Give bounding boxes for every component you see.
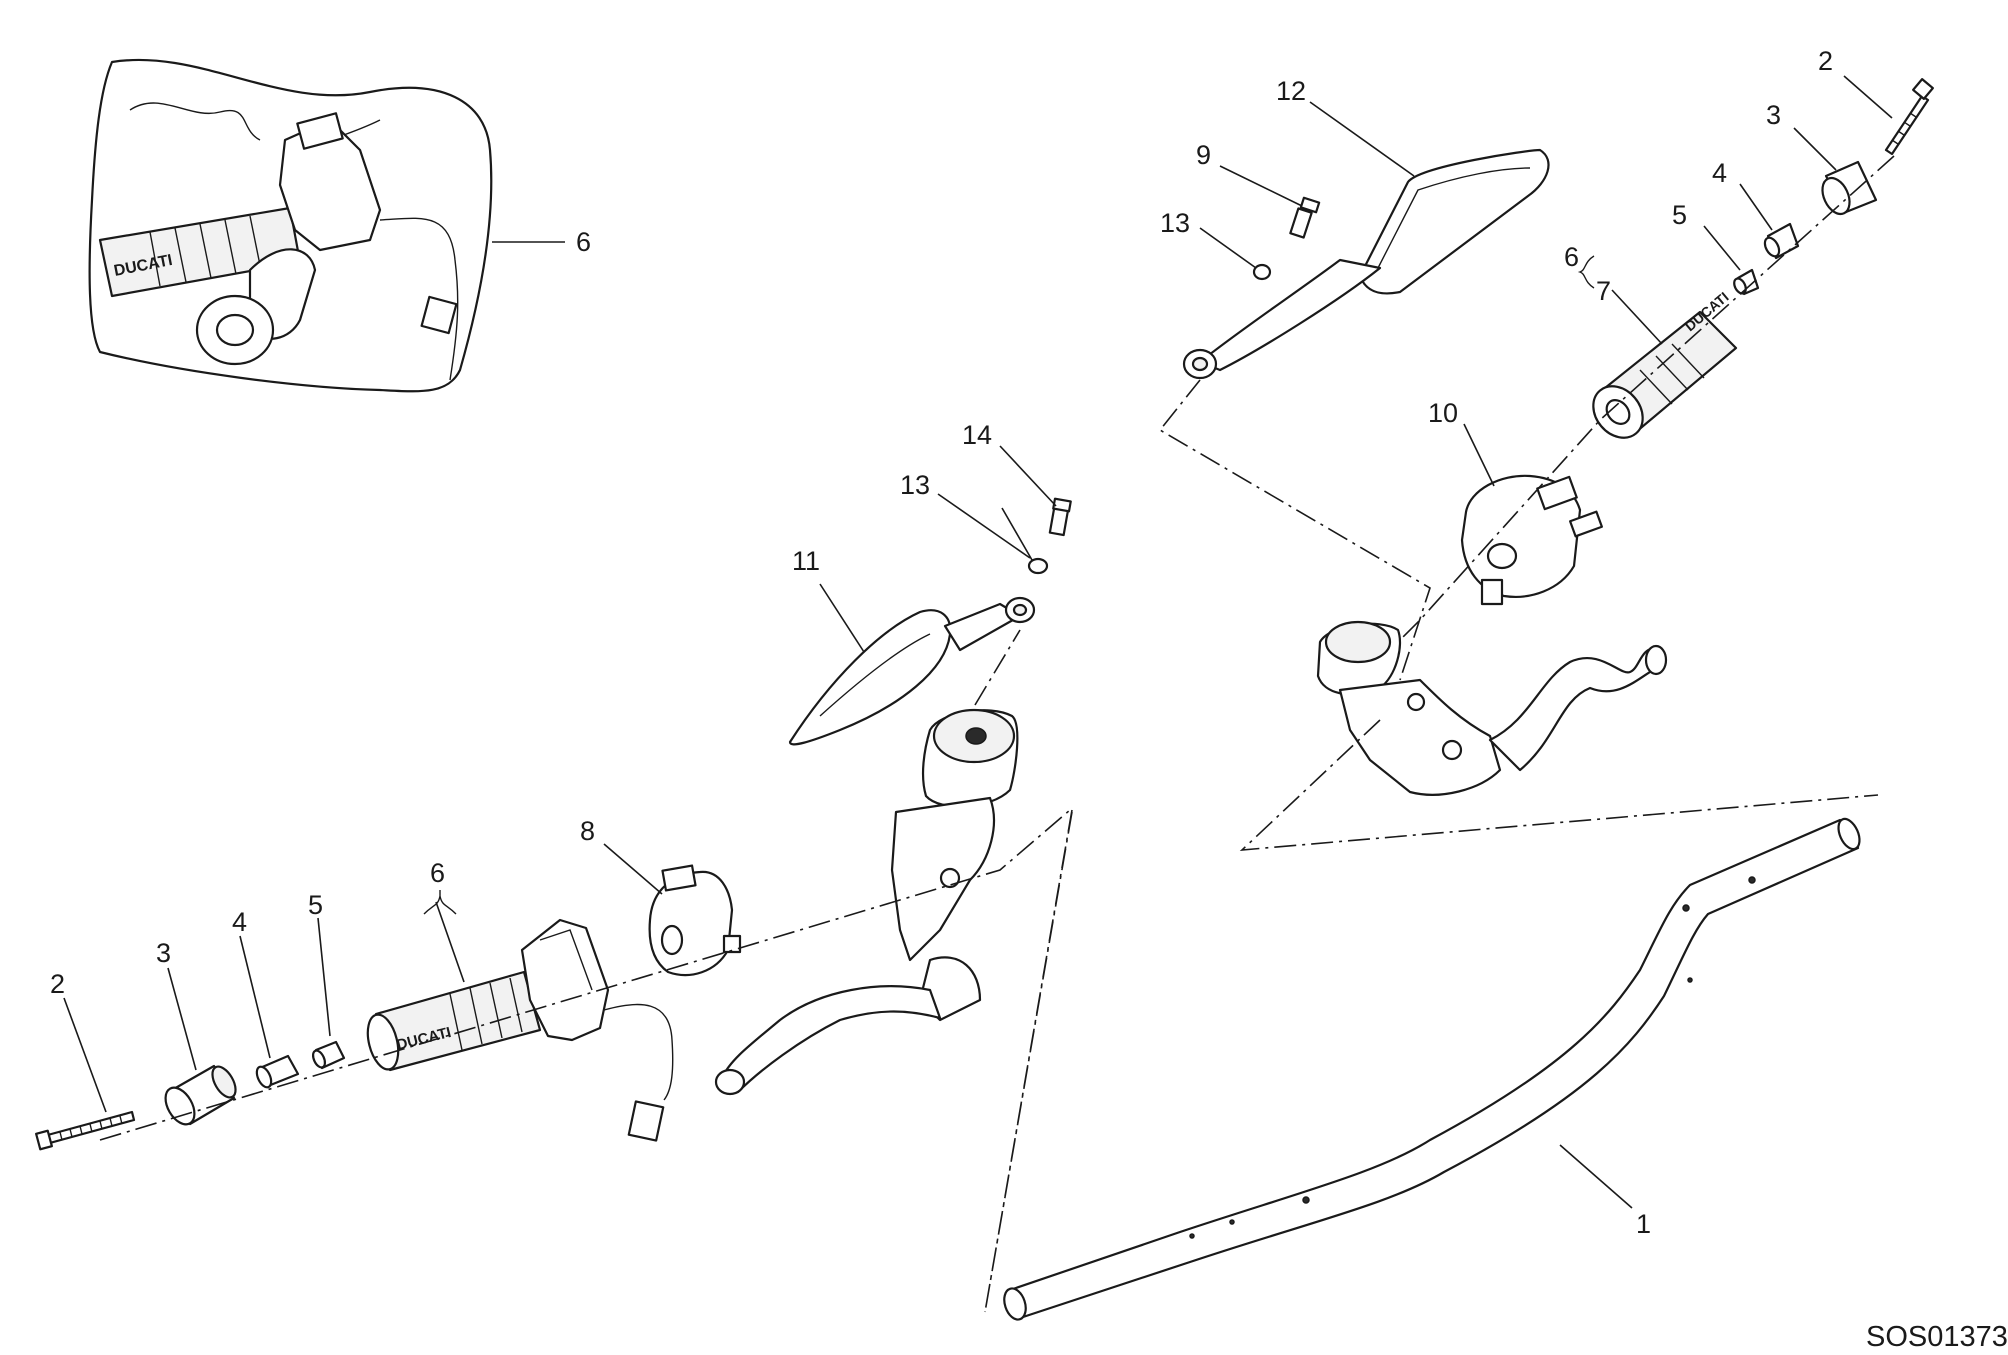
left-assembly-axis — [99, 809, 1071, 1141]
callout-12: 12 — [1276, 76, 1306, 106]
screw-right — [1289, 196, 1321, 239]
callout-13-left: 13 — [900, 470, 930, 500]
callout-6-right: 6 — [1564, 242, 1579, 272]
callout-2-right: 2 — [1818, 46, 1833, 76]
callout-1: 1 — [1636, 1209, 1651, 1239]
washer-left — [1027, 557, 1049, 575]
insert-right — [1733, 268, 1760, 296]
handlebar — [1003, 817, 1861, 1321]
callout-4-left: 4 — [232, 907, 247, 937]
grip-right: DUCATI — [1592, 289, 1738, 439]
right-mirror — [1182, 148, 1550, 380]
clutch-master-cylinder — [1316, 620, 1668, 796]
screw-left — [1048, 497, 1072, 537]
inset-cable — [379, 217, 459, 381]
callout-9: 9 — [1196, 140, 1211, 170]
right-switch — [1460, 474, 1603, 606]
callout-5-right: 5 — [1672, 200, 1687, 230]
callout-5-left: 5 — [308, 890, 323, 920]
callout-10: 10 — [1428, 398, 1458, 428]
callout-13-right: 13 — [1160, 208, 1190, 238]
left-mirror — [788, 596, 1036, 746]
callout-3-left: 3 — [156, 938, 171, 968]
callout-6-inset: 6 — [576, 227, 591, 257]
right-assembly-axis — [1399, 155, 1895, 641]
callout-8: 8 — [580, 816, 595, 846]
spacer-left — [255, 1054, 300, 1089]
callout-4-right: 4 — [1712, 158, 1727, 188]
callout-14: 14 — [962, 420, 992, 450]
callout-7: 7 — [1596, 276, 1611, 306]
spacer-right — [1763, 222, 1800, 260]
callout-11: 11 — [792, 546, 820, 576]
callout-6-left: 6 — [430, 858, 445, 888]
bar-end-weight-left — [164, 1064, 237, 1126]
insert-left — [311, 1040, 346, 1070]
left-switch — [648, 864, 742, 977]
brake-master-cylinder — [714, 708, 1019, 1096]
callout-3-right: 3 — [1766, 100, 1781, 130]
drawing-code: SOS01373 — [1866, 1321, 2008, 1353]
grip-throttle-left: DUCATI — [366, 918, 674, 1142]
callout-2-left: 2 — [50, 969, 65, 999]
bolt-left — [35, 1110, 136, 1151]
bolt-right — [1884, 78, 1934, 156]
left-grip-connector — [627, 1100, 665, 1142]
bar-end-weight-right — [1821, 160, 1878, 216]
washer-right — [1252, 263, 1272, 281]
inset-detail: DUCATI 6 — [88, 58, 591, 393]
inset-connector — [420, 295, 458, 335]
